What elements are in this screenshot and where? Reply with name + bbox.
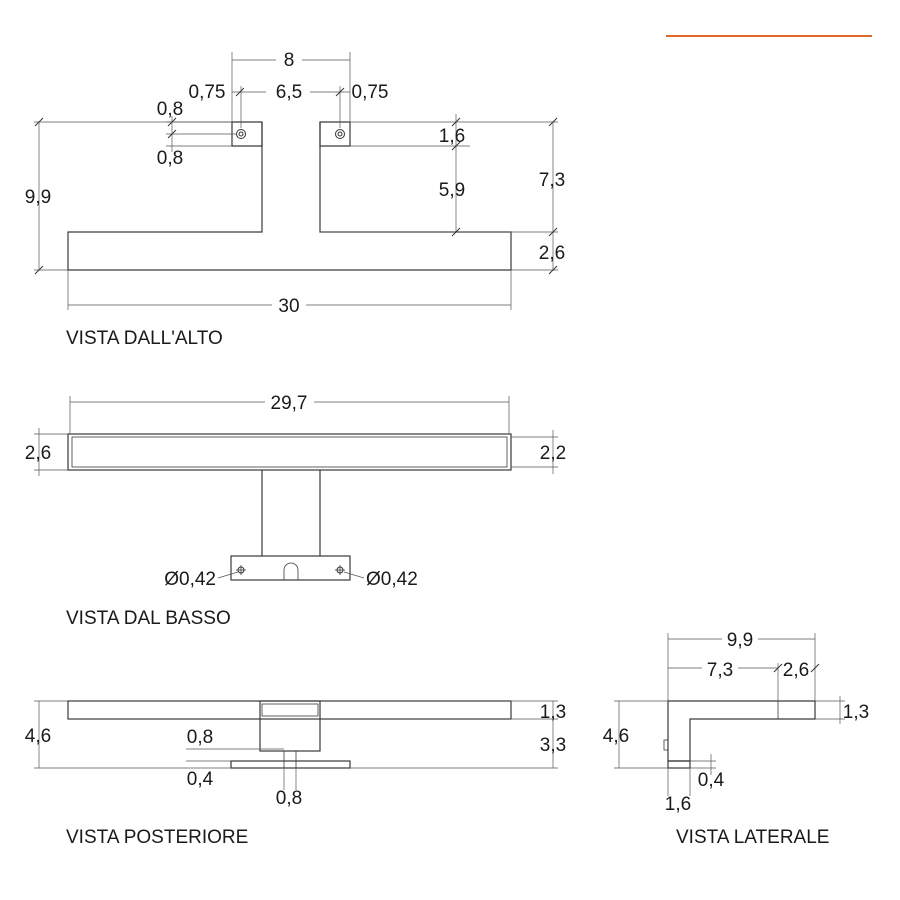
dim-rear-screw-width: 0,8 — [276, 788, 302, 809]
dim-top-plate-depth: 1,6 — [439, 126, 465, 147]
rear-view-arm-inner — [261, 703, 319, 717]
dim-top-hole-half-top: 0,8 — [157, 99, 183, 120]
dim-side-arm-depth: 7,3 — [707, 660, 733, 681]
side-view-screw — [663, 739, 669, 751]
dim-rear-plate-thickness: 0,4 — [187, 769, 214, 790]
rear-view-arm — [259, 700, 321, 752]
dim-bottom-bar-height-left: 2,6 — [25, 443, 51, 464]
dim-rear-bar-height: 1,3 — [540, 702, 566, 723]
dim-side-bar-height: 1,3 — [843, 702, 869, 723]
dim-bottom-hole-right: Ø0,42 — [366, 569, 418, 590]
dim-top-bracket-width: 8 — [284, 50, 295, 71]
bottom-view-plate — [230, 555, 351, 581]
top-hole-left — [236, 129, 246, 139]
bottom-view-diffuser — [71, 436, 508, 468]
dim-top-hole-spacing: 6,5 — [276, 82, 302, 103]
bottom-view-screw — [283, 562, 299, 580]
dim-side-total-height: 4,6 — [603, 726, 629, 747]
dim-rear-lower-height: 3,3 — [540, 735, 566, 756]
top-hole-right — [335, 129, 345, 139]
dim-top-arm-total: 7,3 — [539, 170, 565, 191]
title-top-view: VISTA DALL'ALTO — [66, 328, 223, 349]
top-hole-left-inner — [238, 131, 244, 137]
bottom-view-bar — [67, 433, 512, 471]
dim-side-bar-depth: 2,6 — [783, 660, 809, 681]
dim-side-plate-width: 1,6 — [665, 794, 691, 815]
dim-bottom-bar-height-right: 2,2 — [540, 443, 566, 464]
side-view-plate — [667, 760, 691, 769]
dim-top-hole-half-bottom: 0,8 — [157, 148, 183, 169]
dim-bottom-bar-length: 29,7 — [271, 393, 308, 414]
dim-top-arm-length: 5,9 — [439, 180, 465, 201]
dim-top-total-length: 30 — [278, 296, 299, 317]
rear-view: 4,6 1,3 3,3 0,8 0,4 0,8 VISTA POSTERIORE — [25, 700, 566, 848]
dim-side-total-depth: 9,9 — [727, 630, 753, 651]
side-view: 9,9 7,3 2,6 1,3 4,6 0,4 1,6 VISTA LATERA… — [603, 630, 869, 848]
bottom-view: Ø0,42 Ø0,42 29,7 2,6 2,2 VISTA DAL BASSO — [25, 393, 566, 629]
dim-top-bar-depth: 2,6 — [539, 243, 565, 264]
dim-rear-total-height: 4,6 — [25, 726, 51, 747]
dim-top-hole-offset-left: 0,75 — [189, 82, 226, 103]
dim-top-total-depth: 9,9 — [25, 187, 51, 208]
dim-side-plate-thickness: 0,4 — [698, 770, 725, 791]
title-bottom-view: VISTA DAL BASSO — [66, 608, 231, 629]
rear-view-screw — [283, 750, 297, 769]
side-view-outline — [667, 700, 816, 762]
dim-rear-plate-offset: 0,8 — [187, 727, 213, 748]
title-side-view: VISTA LATERALE — [676, 827, 829, 848]
title-rear-view: VISTA POSTERIORE — [66, 827, 248, 848]
top-hole-right-inner — [337, 131, 343, 137]
top-view: 8 0,75 6,5 0,75 0,8 0,8 1,6 5,9 — [25, 50, 565, 349]
rear-view-plate — [230, 760, 351, 769]
dim-bottom-hole-left: Ø0,42 — [164, 569, 216, 590]
dim-top-hole-offset-right: 0,75 — [352, 82, 389, 103]
bottom-view-arm — [261, 470, 321, 556]
